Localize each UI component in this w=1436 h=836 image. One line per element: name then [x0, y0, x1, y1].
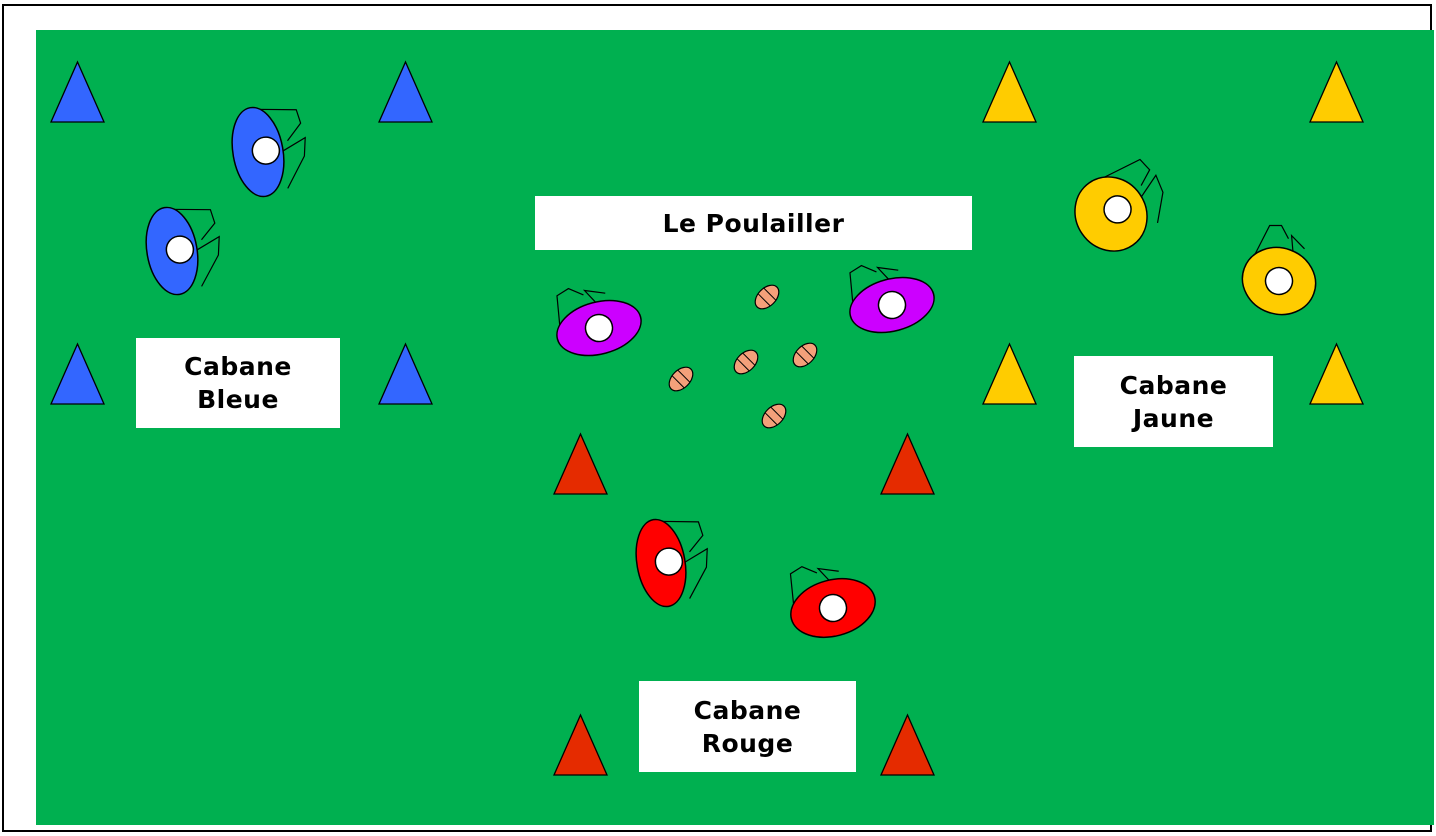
rugby-ball-icon [761, 403, 787, 429]
playing-field: Le Poulailler Cabane Bleue Cabane Jaune … [36, 30, 1434, 825]
cone-icon [50, 60, 105, 123]
player-icon [145, 206, 220, 296]
player-icon [231, 106, 306, 198]
players-group [145, 106, 1317, 638]
cone-icon [553, 432, 608, 495]
cone-icon [553, 713, 608, 776]
cone-icon [1309, 60, 1364, 123]
cones-group [50, 60, 1364, 776]
cone-icon [982, 60, 1037, 123]
cone-icon [50, 342, 105, 405]
balls-group [668, 284, 818, 429]
player-icon [1241, 224, 1317, 316]
rugby-ball-icon [668, 366, 694, 392]
cone-icon [378, 60, 433, 123]
rugby-ball-icon [754, 284, 780, 310]
cone-icon [880, 432, 935, 495]
player-icon [556, 287, 642, 357]
zone-label-cabane-bleue: Cabane Bleue [136, 338, 340, 428]
cone-icon [378, 342, 433, 405]
player-icon [849, 264, 935, 334]
rugby-ball-icon [733, 349, 759, 375]
cone-icon [982, 342, 1037, 405]
player-icon [635, 518, 708, 608]
cone-icon [880, 713, 935, 776]
player-icon [789, 565, 876, 638]
zone-label-cabane-jaune: Cabane Jaune [1074, 356, 1273, 447]
player-icon [1074, 158, 1164, 252]
rugby-ball-icon [792, 342, 818, 368]
zone-label-cabane-rouge: Cabane Rouge [639, 681, 856, 772]
zone-label-poulailler: Le Poulailler [535, 196, 972, 250]
cone-icon [1309, 342, 1364, 405]
